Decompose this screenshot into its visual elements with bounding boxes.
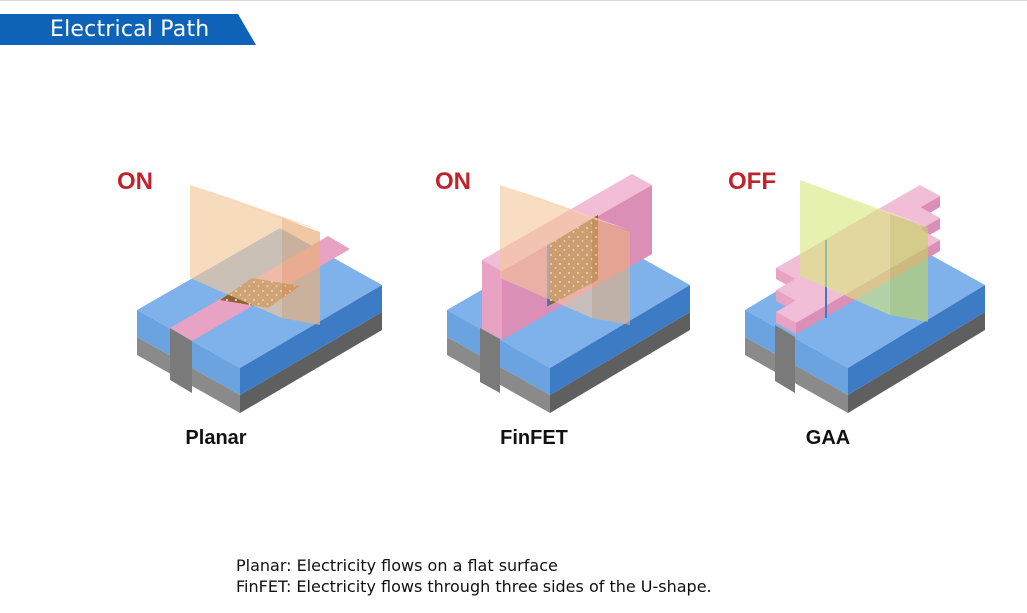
finfet-gate-side	[592, 218, 630, 325]
planar-label: Planar	[185, 427, 247, 449]
finfet-label: FinFET	[500, 427, 568, 449]
top-divider	[0, 0, 1027, 1]
finfet-gate-top	[500, 185, 630, 230]
gaa-gate-front	[800, 180, 890, 315]
page-title: Electrical Path	[50, 17, 210, 42]
gaa-substrate-side	[848, 312, 985, 413]
planar-gate-side	[282, 218, 320, 325]
gaa-notch	[775, 325, 795, 393]
finfet-gate-front	[500, 185, 592, 318]
gaa-substrate-front	[745, 337, 848, 413]
finfet-transistor	[447, 174, 690, 413]
planar-state: ON	[117, 168, 153, 195]
planar-transistor	[137, 185, 382, 413]
gaa-transistor	[745, 180, 985, 413]
finfet-slab-side	[550, 285, 690, 395]
finfet-notch	[480, 328, 500, 393]
planar-substrate-side	[240, 312, 382, 413]
title-banner	[0, 14, 256, 45]
finfet-state: ON	[435, 168, 471, 195]
gaa-state: OFF	[728, 168, 776, 195]
planar-gate-front	[190, 185, 282, 318]
planar-notch	[170, 328, 192, 393]
gaa-gate-side	[890, 214, 928, 322]
gaa-slab-side	[848, 285, 985, 395]
caption-finfet: FinFET: Electricity flows through three …	[236, 577, 712, 596]
finfet-substrate-side	[550, 312, 690, 413]
planar-slab-side	[240, 285, 382, 395]
planar-gate-top	[190, 185, 320, 230]
finfet-fin-front	[482, 260, 502, 340]
caption-planar: Planar: Electricity flows on a flat surf…	[236, 556, 558, 575]
gaa-label: GAA	[805, 427, 851, 449]
gaa-slab-front	[745, 310, 848, 395]
